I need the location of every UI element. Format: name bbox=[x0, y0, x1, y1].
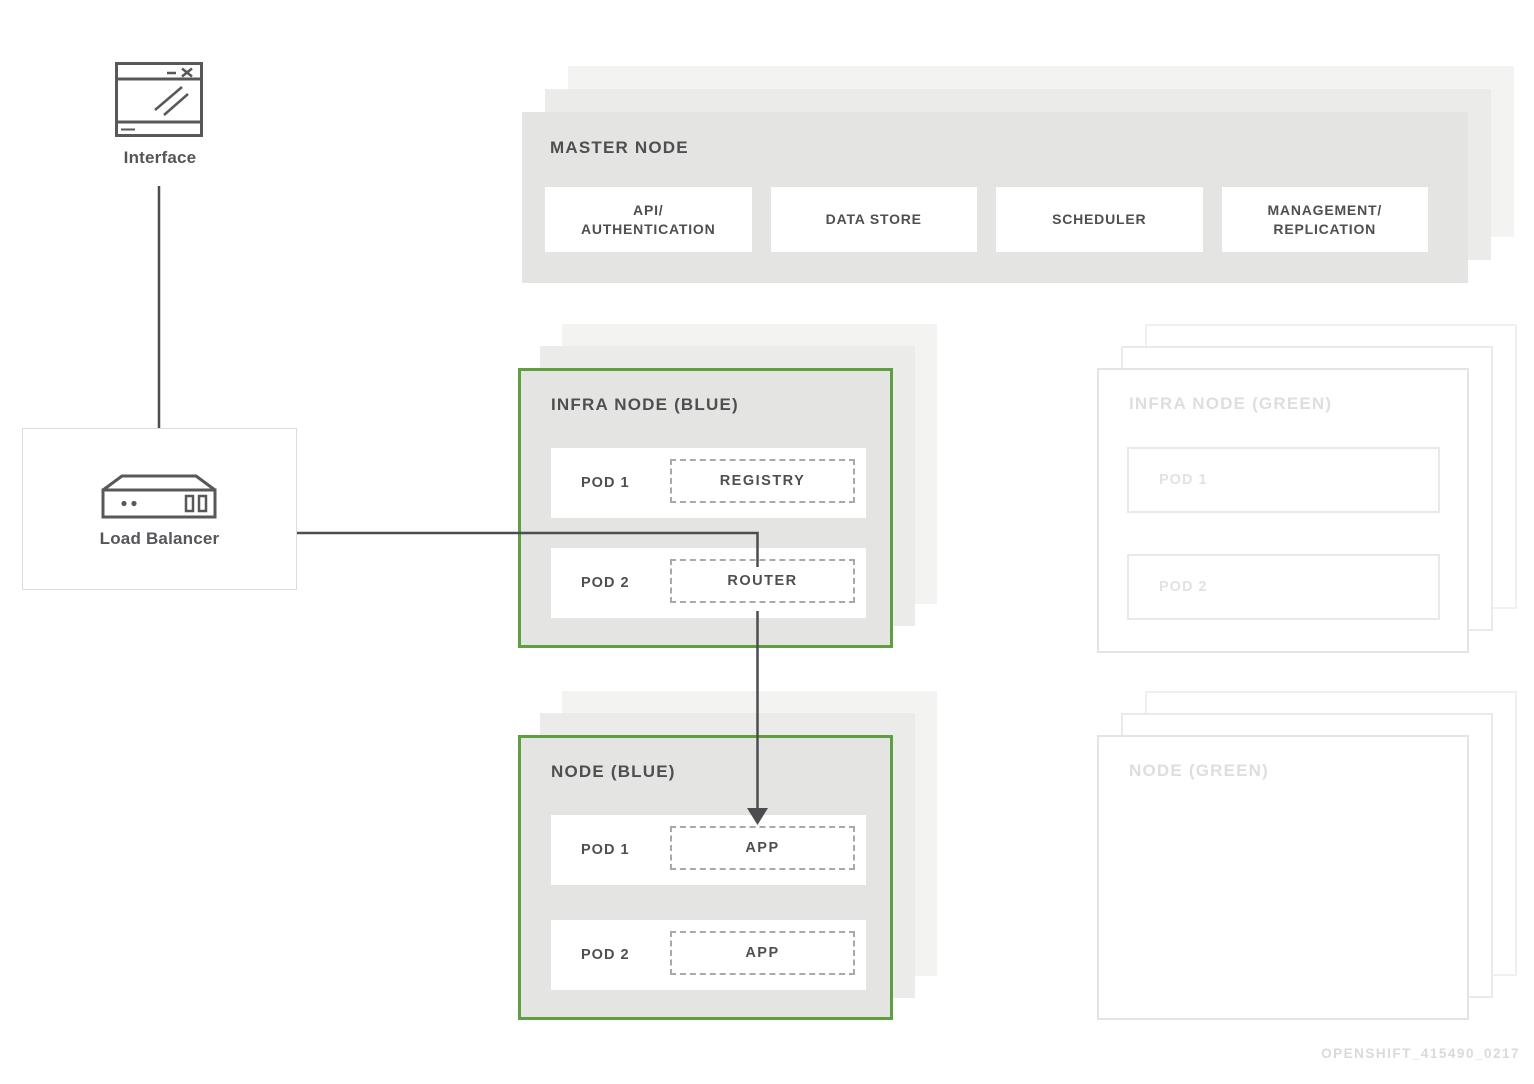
interface-label: Interface bbox=[123, 148, 197, 167]
browser-window-icon bbox=[115, 62, 203, 137]
pod-row: POD 1 APP bbox=[551, 815, 866, 885]
pod-row: POD 2 ROUTER bbox=[551, 548, 866, 618]
infra-node-blue-title: INFRA NODE (BLUE) bbox=[551, 395, 739, 414]
component-label: SCHEDULER bbox=[1052, 211, 1147, 228]
pod-label: POD 1 bbox=[581, 842, 630, 858]
component-label: API/ bbox=[633, 202, 664, 219]
pod-label: POD 2 bbox=[581, 947, 630, 963]
node-blue-title: NODE (BLUE) bbox=[551, 762, 676, 781]
component-label: DATA STORE bbox=[825, 211, 922, 228]
pod-label: POD 1 bbox=[581, 475, 630, 491]
load-balancer-box: Load Balancer bbox=[22, 428, 297, 590]
infra-node-green-title: INFRA NODE (GREEN) bbox=[1129, 394, 1333, 413]
component-label: AUTHENTICATION bbox=[580, 220, 716, 237]
node-green-box: NODE (GREEN) bbox=[1097, 735, 1469, 1020]
watermark-text: OPENSHIFT_415490_0217 bbox=[1321, 1046, 1520, 1061]
pod-row-faded: POD 2 bbox=[1127, 554, 1440, 620]
component-label: REPLICATION bbox=[1273, 220, 1377, 237]
component-scheduler: SCHEDULER bbox=[996, 187, 1203, 252]
component-label: MANAGEMENT/ bbox=[1267, 202, 1383, 219]
router-chip: ROUTER bbox=[670, 559, 855, 603]
pod-row: POD 1 REGISTRY bbox=[551, 448, 866, 518]
app-chip: APP bbox=[670, 826, 855, 870]
pod-row-faded: POD 1 bbox=[1127, 447, 1440, 513]
pod-row: POD 2 APP bbox=[551, 920, 866, 990]
app-chip: APP bbox=[670, 931, 855, 975]
pod-label: POD 1 bbox=[1159, 472, 1208, 488]
master-components-row: API/ AUTHENTICATION DATA STORE SCHEDULER… bbox=[545, 187, 1428, 252]
master-node-box: MASTER NODE API/ AUTHENTICATION DATA STO… bbox=[522, 112, 1468, 283]
component-api-authentication: API/ AUTHENTICATION bbox=[545, 187, 752, 252]
server-icon bbox=[100, 463, 218, 521]
pod-label: POD 2 bbox=[581, 575, 630, 591]
infra-node-blue-box: INFRA NODE (BLUE) POD 1 REGISTRY POD 2 R… bbox=[518, 368, 893, 648]
node-green-title: NODE (GREEN) bbox=[1129, 761, 1270, 780]
component-data-store: DATA STORE bbox=[770, 187, 977, 252]
registry-chip: REGISTRY bbox=[670, 459, 855, 503]
node-blue-box: NODE (BLUE) POD 1 APP POD 2 APP bbox=[518, 735, 893, 1020]
load-balancer-label: Load Balancer bbox=[99, 529, 220, 548]
master-node-title: MASTER NODE bbox=[550, 138, 689, 157]
infra-node-green-box: INFRA NODE (GREEN) POD 1 POD 2 bbox=[1097, 368, 1469, 653]
component-management-replication: MANAGEMENT/ REPLICATION bbox=[1221, 187, 1428, 252]
pod-label: POD 2 bbox=[1159, 579, 1208, 595]
